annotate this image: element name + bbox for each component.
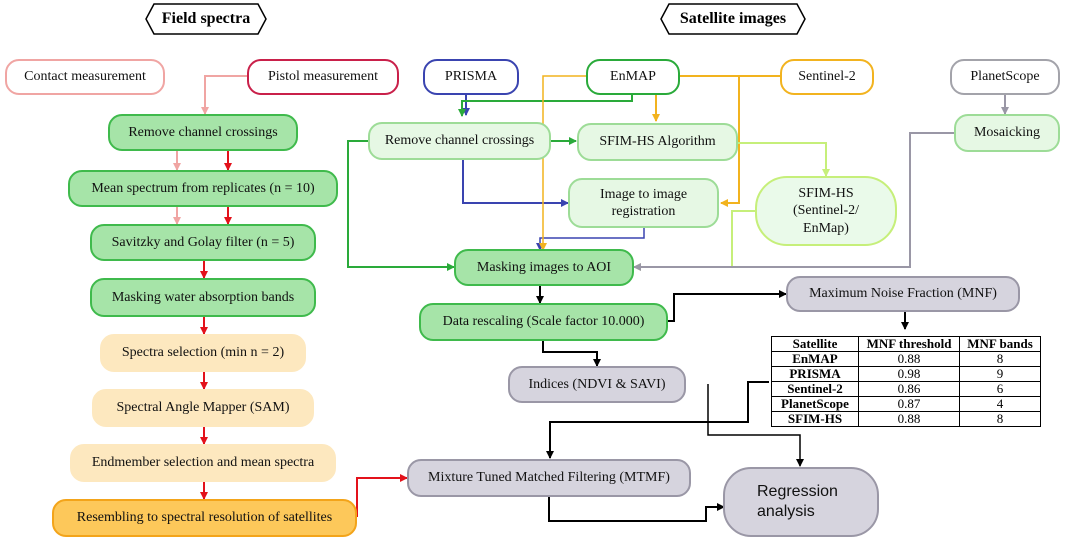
table-cell-threshold: 0.88 bbox=[858, 351, 960, 367]
table-cell-threshold: 0.98 bbox=[858, 366, 960, 382]
arrow-rescaling-indices bbox=[542, 340, 601, 367]
pistol-measurement-node: Pistol measurement bbox=[247, 59, 399, 95]
image-registration-line1: Image to image bbox=[599, 186, 688, 202]
sfim-hs-output-node: SFIM-HS (Sentinel-2/ EnMap) bbox=[755, 176, 897, 246]
mnf-col-threshold: MNF threshold bbox=[858, 336, 960, 352]
mtmf-node: Mixture Tuned Matched Filtering (MTMF) bbox=[407, 459, 691, 497]
planetscope-node: PlanetScope bbox=[950, 59, 1060, 95]
field-spectra-header-shape bbox=[145, 3, 267, 35]
prisma-node: PRISMA bbox=[423, 59, 519, 95]
table-cell-bands: 4 bbox=[959, 396, 1041, 412]
image-registration-node: Image to image registration bbox=[568, 178, 719, 228]
regression-analysis-node: Regression analysis bbox=[723, 467, 879, 537]
sam-node: Spectral Angle Mapper (SAM) bbox=[92, 389, 314, 427]
table-row: SFIM-HS 0.88 8 bbox=[771, 411, 1041, 427]
arrow-remove-masking-green bbox=[347, 140, 455, 271]
regression-line1: Regression bbox=[757, 483, 838, 500]
satellite-images-header: Satellite images bbox=[679, 10, 787, 27]
table-cell-bands: 8 bbox=[959, 351, 1041, 367]
table-cell-satellite: EnMAP bbox=[771, 351, 859, 367]
field-spectra-header: Field spectra bbox=[161, 10, 251, 27]
contact-measurement-node: Contact measurement bbox=[5, 59, 165, 95]
arrow-pistol-to-remove bbox=[201, 75, 247, 115]
arrow-table-mtmf bbox=[546, 381, 769, 459]
sentinel-2-node: Sentinel-2 bbox=[780, 59, 874, 95]
arrow-rescaling-mnf bbox=[668, 290, 787, 322]
resembling-node: Resembling to spectral resolution of sat… bbox=[52, 499, 357, 537]
table-cell-satellite: PRISMA bbox=[771, 366, 859, 382]
sfim-hs-output-line1: SFIM-HS bbox=[798, 185, 854, 201]
sfim-hs-output-line3: EnMap) bbox=[803, 220, 849, 236]
satellite-images-header-shape bbox=[660, 3, 806, 35]
table-cell-threshold: 0.88 bbox=[858, 411, 960, 427]
arrow-mtmf-regression bbox=[548, 497, 725, 522]
table-cell-threshold: 0.87 bbox=[858, 396, 960, 412]
table-row: PlanetScope 0.87 4 bbox=[771, 396, 1041, 412]
arrow-sentinel-masking bbox=[539, 75, 780, 251]
table-cell-bands: 9 bbox=[959, 366, 1041, 382]
table-cell-satellite: PlanetScope bbox=[771, 396, 859, 412]
arrow-imgreg-masking-blue bbox=[536, 227, 645, 251]
arrow-resembling-mtmf bbox=[356, 474, 408, 517]
endmember-selection-node: Endmember selection and mean spectra bbox=[70, 444, 336, 482]
mnf-col-satellite: Satellite bbox=[771, 336, 859, 352]
mean-spectrum-node: Mean spectrum from replicates (n = 10) bbox=[68, 170, 338, 207]
mnf-table: Satellite MNF threshold MNF bands EnMAP … bbox=[771, 336, 1041, 427]
arrow-sfim-output bbox=[738, 142, 830, 177]
masking-aoi-node: Masking images to AOI bbox=[454, 249, 634, 286]
sfim-hs-algorithm-node: SFIM-HS Algorithm bbox=[577, 123, 738, 161]
regression-line2: analysis bbox=[757, 503, 815, 520]
arrow-sentinel-imgreg bbox=[720, 76, 740, 207]
image-registration-line2: registration bbox=[611, 204, 676, 219]
remove-channel-crossings-field-node: Remove channel crossings bbox=[108, 114, 298, 151]
indices-node: Indices (NDVI & SAVI) bbox=[508, 366, 686, 403]
table-cell-threshold: 0.86 bbox=[858, 381, 960, 397]
table-row: Sentinel-2 0.86 6 bbox=[771, 381, 1041, 397]
arrow-mosaic-masking bbox=[633, 132, 955, 271]
remove-channel-crossings-sat-node: Remove channel crossings bbox=[368, 122, 551, 160]
arrow-enmap-remove bbox=[458, 95, 633, 117]
table-cell-bands: 6 bbox=[959, 381, 1041, 397]
table-row: PRISMA 0.98 9 bbox=[771, 366, 1041, 382]
mosaicking-node: Mosaicking bbox=[954, 114, 1060, 152]
enmap-node: EnMAP bbox=[586, 59, 680, 95]
data-rescaling-node: Data rescaling (Scale factor 10.000) bbox=[419, 303, 668, 341]
masking-water-node: Masking water absorption bands bbox=[90, 278, 316, 317]
arrow-remove-imgreg-blue bbox=[462, 158, 569, 207]
table-row: EnMAP 0.88 8 bbox=[771, 351, 1041, 367]
mnf-table-header-row: Satellite MNF threshold MNF bands bbox=[771, 336, 1041, 352]
mnf-col-bands: MNF bands bbox=[959, 336, 1041, 352]
table-cell-satellite: SFIM-HS bbox=[771, 411, 859, 427]
spectra-selection-node: Spectra selection (min n = 2) bbox=[100, 334, 306, 372]
table-cell-satellite: Sentinel-2 bbox=[771, 381, 859, 397]
savitzky-golay-node: Savitzky and Golay filter (n = 5) bbox=[90, 224, 316, 261]
sfim-hs-output-line2: (Sentinel-2/ bbox=[792, 203, 860, 219]
table-cell-bands: 8 bbox=[959, 411, 1041, 427]
arrow-indices-regression bbox=[707, 384, 804, 467]
mnf-node: Maximum Noise Fraction (MNF) bbox=[786, 276, 1020, 312]
